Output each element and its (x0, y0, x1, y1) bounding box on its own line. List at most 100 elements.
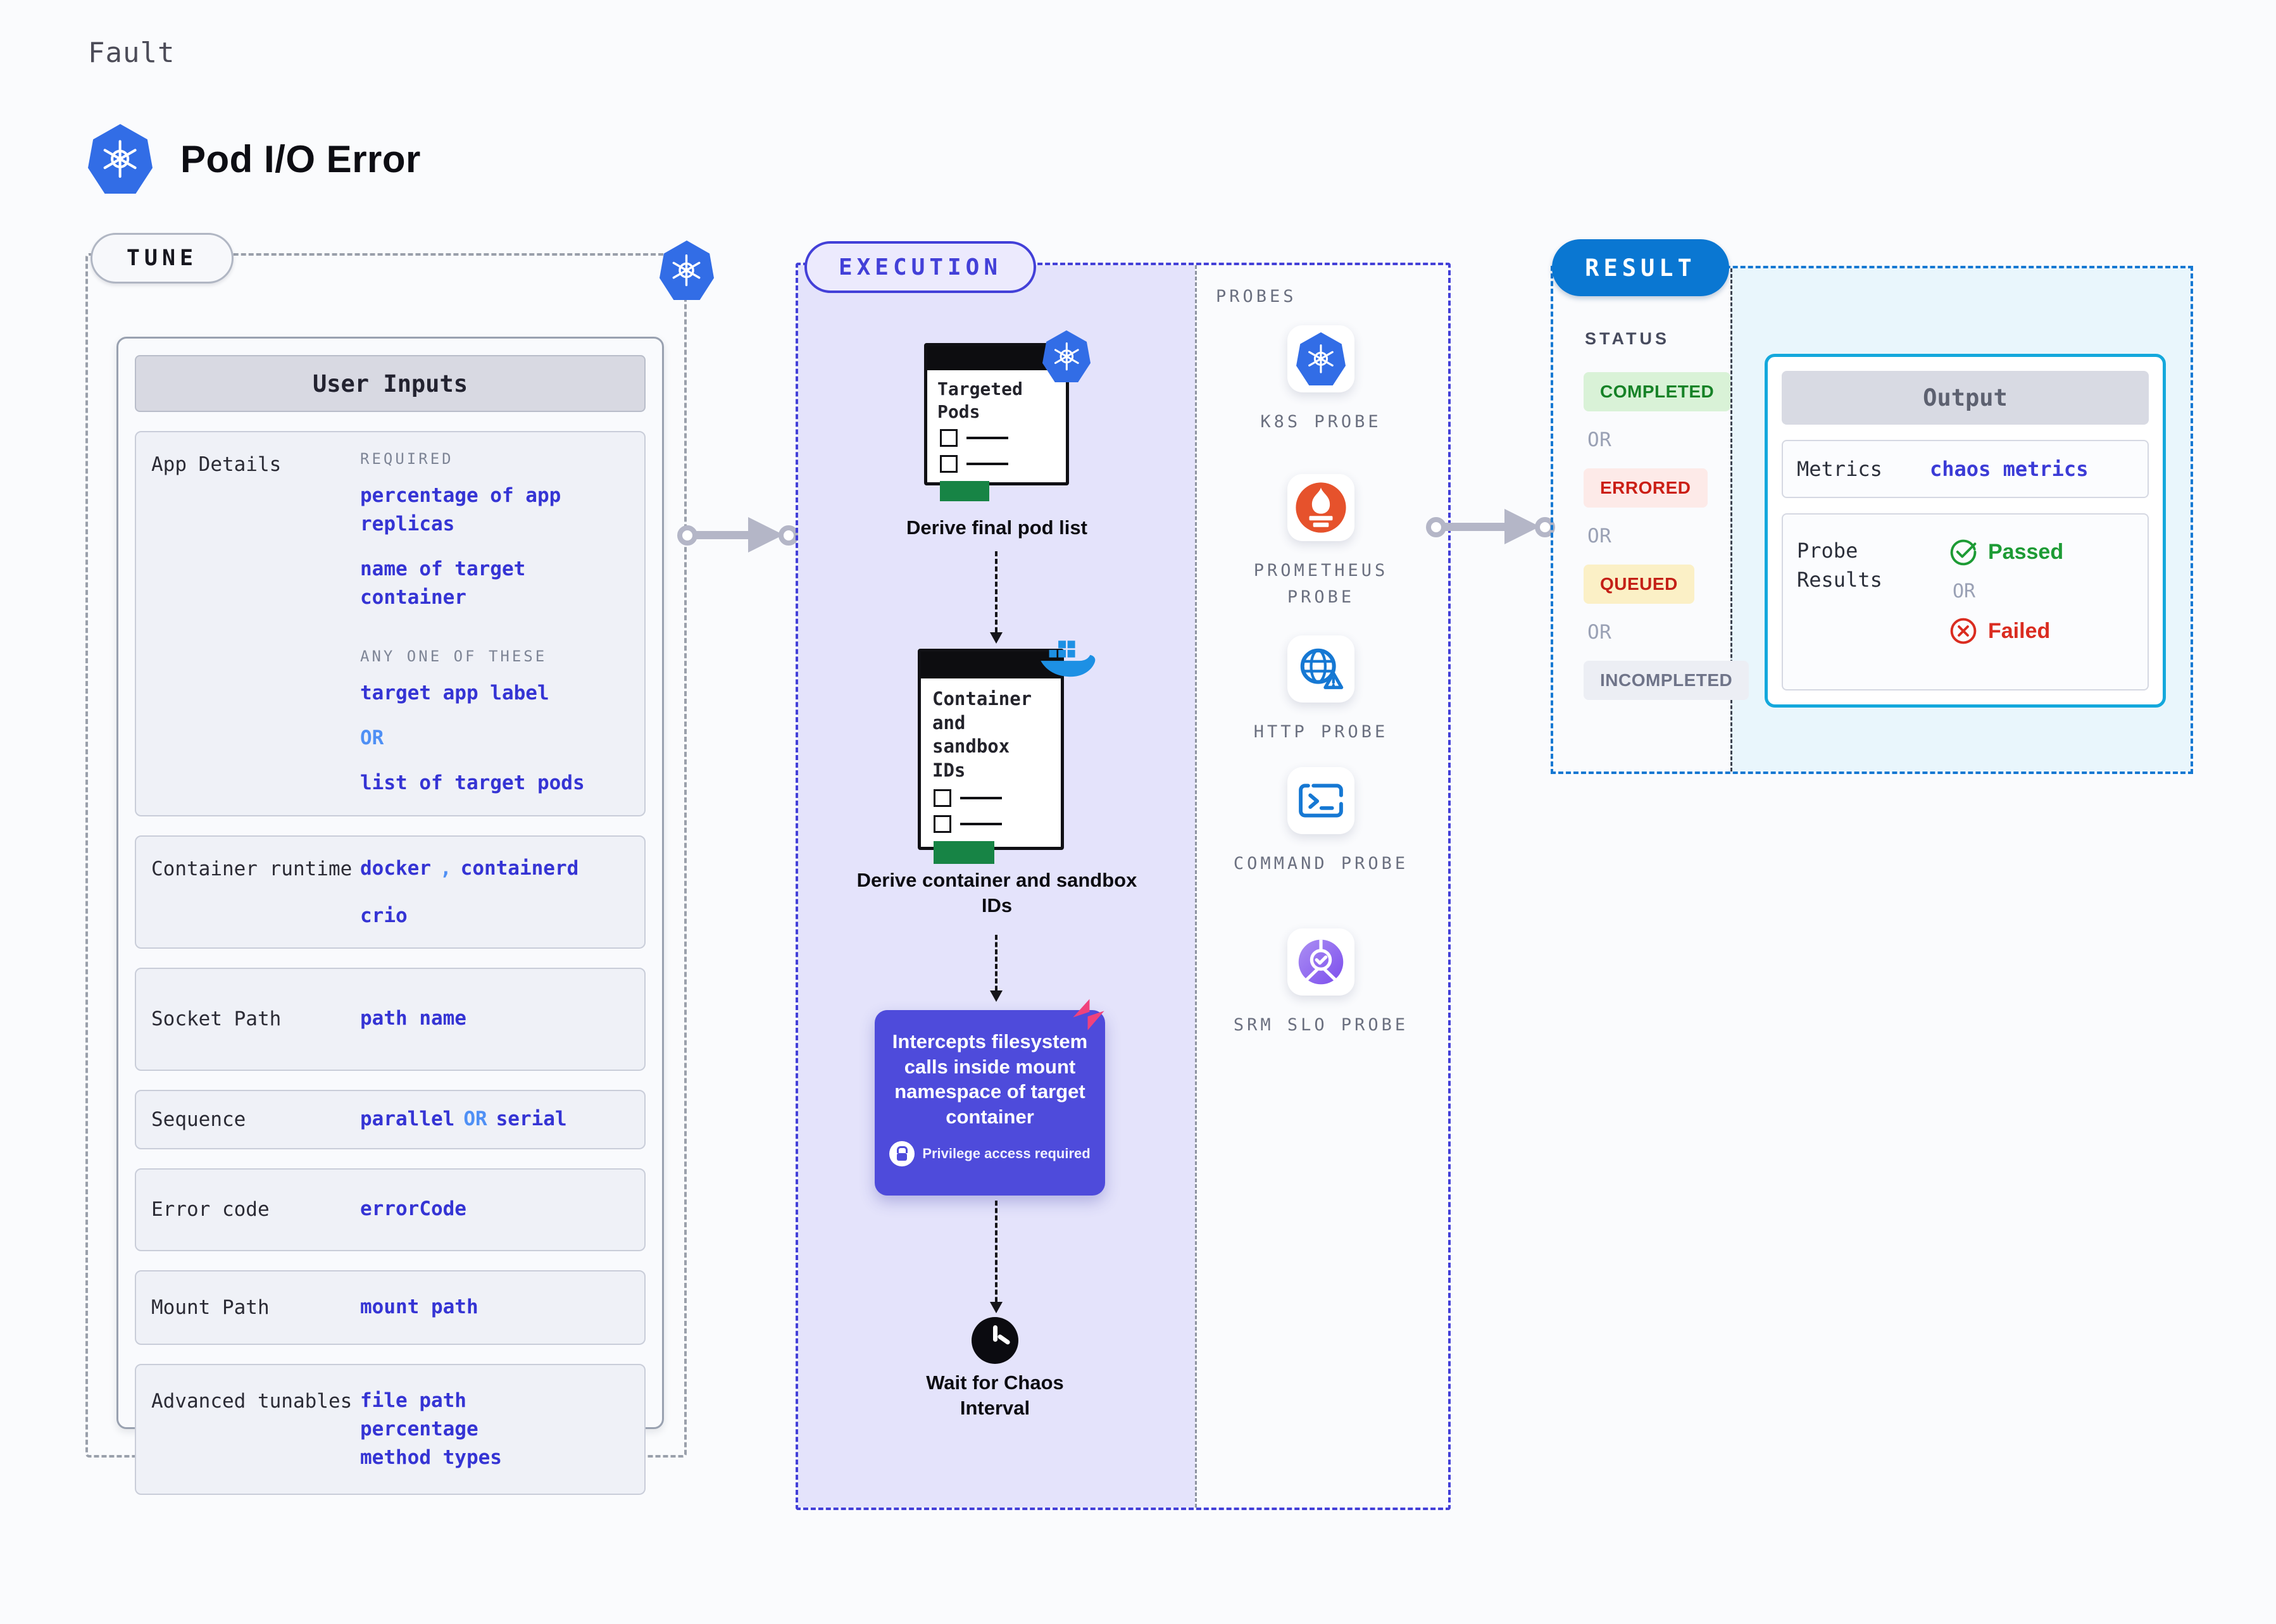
probe-command: COMMAND PROBE (1195, 767, 1447, 877)
row-app-details: App Details REQUIRED percentage of app r… (135, 431, 646, 816)
passed-row: Passed (1949, 537, 2063, 566)
row-label: Advanced tunables (151, 1390, 353, 1413)
tune-to-execution-arrow (677, 516, 799, 554)
step-caption: Wait for Chaos Interval (926, 1371, 1064, 1420)
doc-titlebar (921, 652, 1061, 678)
execution-flow: Targeted Pods Derive final pod list Cont… (798, 265, 1195, 1508)
row-container-runtime: Container runtime docker , containerd cr… (135, 835, 646, 949)
page-title-row: Pod I/O Error (88, 124, 421, 194)
passed-label: Passed (1988, 539, 2064, 564)
output-card: Output Metrics chaos metrics Probe Resul… (1765, 354, 2166, 708)
doc-title: Container and sandbox IDs (932, 688, 1032, 782)
metrics-value: chaos metrics (1930, 457, 2089, 481)
execution-to-result-arrow (1426, 508, 1555, 546)
metrics-label: Metrics (1797, 456, 1882, 481)
runtime-value: containerd (460, 856, 579, 880)
status-badge: ERRORED (1584, 468, 1708, 508)
row-sequence: Sequence parallel OR serial (135, 1089, 646, 1150)
row-label: App Details (151, 453, 282, 476)
row-socket-path: Socket Path path name (135, 968, 646, 1071)
chaos-runner-icon (1070, 998, 1107, 1031)
probes-panel-title: PROBES (1216, 287, 1297, 306)
output-header: Output (1782, 371, 2149, 425)
execution-pill: EXECUTION (804, 241, 1036, 293)
probe-label: SRM SLO PROBE (1233, 1015, 1409, 1035)
probe-label: PROMETHEUS PROBE (1253, 561, 1389, 607)
or-text: OR (1587, 525, 1612, 547)
metrics-row: Metrics chaos metrics (1782, 440, 2149, 498)
row-label: Socket Path (151, 1008, 282, 1031)
probe-results-label: Probe Results (1797, 539, 1882, 592)
prometheus-probe-icon (1287, 474, 1354, 541)
required-caption: REQUIRED (360, 450, 454, 468)
k8s-probe-icon (1287, 325, 1354, 392)
status-title: STATUS (1585, 329, 1670, 348)
required-value: name of target container (360, 557, 526, 609)
doc-titlebar (927, 346, 1066, 370)
or-text: OR (463, 1107, 487, 1130)
tunable-value: file path (360, 1389, 466, 1413)
socket-path-value: path name (360, 1007, 466, 1030)
flow-connector (990, 551, 1003, 644)
x-circle-icon (1950, 618, 1977, 644)
required-value: percentage of app replicas (360, 484, 561, 535)
or-text: OR (360, 726, 384, 749)
tunable-value: percentage (360, 1418, 478, 1441)
row-error-code: Error code errorCode (135, 1168, 646, 1251)
page-title: Pod I/O Error (180, 137, 421, 180)
status-badge: COMPLETED (1584, 372, 1731, 411)
or-text: OR (1587, 428, 1612, 451)
result-section: RESULT STATUS COMPLETED OR ERRORED OR QU… (1551, 239, 2193, 774)
fault-kicker: Fault (88, 37, 175, 69)
status-badge: INCOMPLETED (1584, 661, 1749, 700)
or-text: OR (1587, 621, 1612, 644)
kubernetes-icon (660, 240, 714, 300)
or-text: OR (1953, 580, 1976, 603)
http-probe-icon (1287, 635, 1354, 703)
sequence-value: parallel (360, 1107, 455, 1130)
tune-section: TUNE User Inputs App Details REQUIRED pe… (85, 233, 714, 1496)
any-value: target app label (360, 681, 549, 704)
privilege-label: Privilege access required (922, 1145, 1091, 1161)
row-label: Container runtime (151, 857, 353, 880)
row-advanced-tunables: Advanced tunables file path percentage m… (135, 1364, 646, 1496)
check-circle-icon (1950, 539, 1977, 566)
runtime-value: docker (360, 856, 431, 880)
row-label: Sequence (151, 1108, 246, 1131)
step-caption: Derive final pod list (906, 516, 1087, 539)
mount-path-value: mount path (360, 1295, 478, 1318)
flow-connector (990, 1201, 1003, 1313)
row-mount-path: Mount Path mount path (135, 1270, 646, 1346)
doc-title: Targeted Pods (937, 378, 1023, 423)
fault-kicker-wrap: Fault (88, 37, 175, 69)
srm-slo-probe-icon (1287, 928, 1354, 996)
kubernetes-icon (88, 124, 153, 194)
error-code-value: errorCode (360, 1197, 466, 1221)
probe-label: HTTP PROBE (1253, 722, 1389, 742)
tunable-value: method types (360, 1446, 502, 1470)
any-one-caption: ANY ONE OF THESE (360, 647, 547, 665)
result-pill: RESULT (1552, 239, 1729, 296)
status-list: COMPLETED OR ERRORED OR QUEUED OR INCOMP… (1584, 372, 1749, 700)
user-inputs-card: User Inputs App Details REQUIRED percent… (116, 337, 664, 1496)
result-divider (1730, 268, 1732, 771)
command-probe-icon (1287, 767, 1354, 834)
docker-icon (1040, 640, 1097, 684)
lock-icon (889, 1140, 915, 1166)
probe-k8s: K8S PROBE (1195, 325, 1447, 435)
probe-label: COMMAND PROBE (1233, 854, 1409, 873)
status-badge: QUEUED (1584, 565, 1694, 604)
runtime-value: crio (360, 904, 408, 927)
any-value: list of target pods (360, 771, 585, 794)
row-label: Mount Path (151, 1296, 270, 1319)
intercept-note: Intercepts filesystem calls inside mount… (875, 1010, 1105, 1196)
comma: , (439, 856, 452, 880)
sequence-value: serial (496, 1107, 567, 1130)
probe-prometheus: PROMETHEUS PROBE (1195, 474, 1447, 611)
probe-label: K8S PROBE (1260, 412, 1382, 432)
user-inputs-header: User Inputs (135, 355, 646, 412)
targeted-pods-doc: Targeted Pods (924, 343, 1069, 501)
doc-green-bar (934, 840, 994, 864)
probe-results-row: Probe Results Passed OR Failed (1782, 513, 2149, 690)
